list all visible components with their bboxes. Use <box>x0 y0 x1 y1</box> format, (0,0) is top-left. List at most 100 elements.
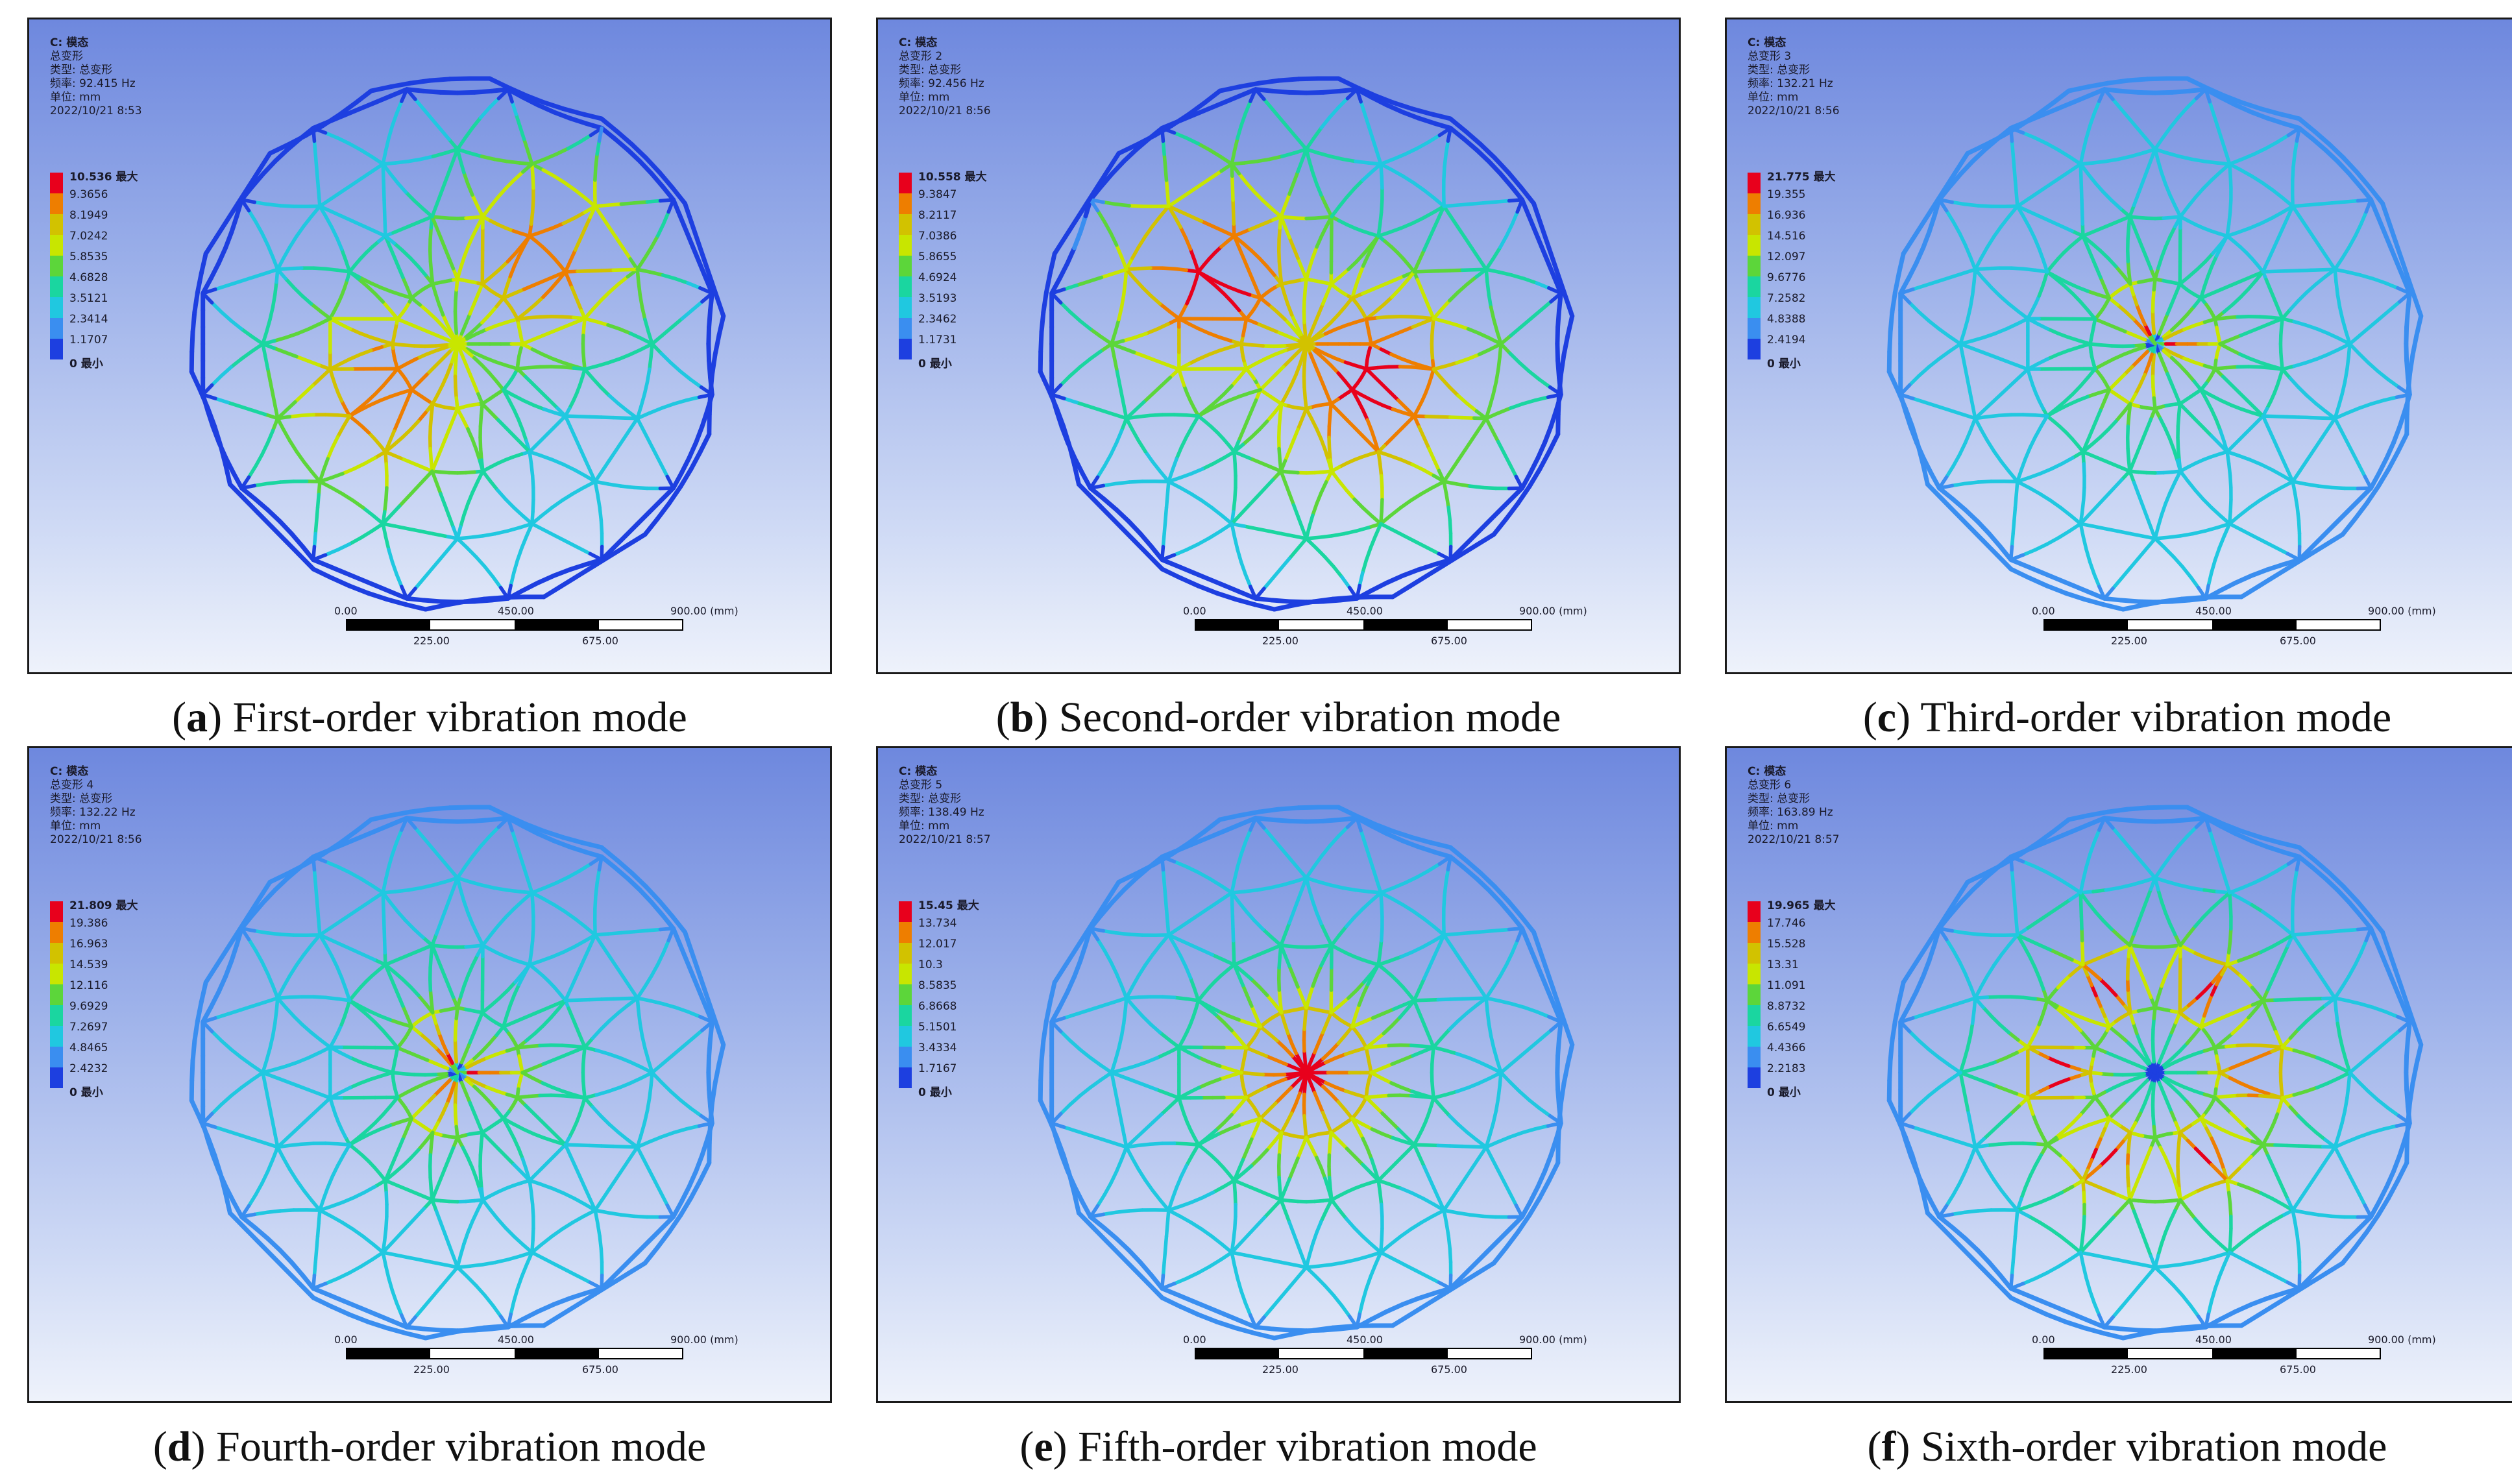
frame-member-segment <box>283 539 302 557</box>
frame-member-segment <box>588 552 604 562</box>
legend-swatch <box>1748 276 1761 297</box>
frame-member-segment <box>2119 566 2132 581</box>
frame-member-segment <box>277 1248 294 1265</box>
frame-member-segment <box>513 243 525 256</box>
frame-member-segment <box>1246 495 1258 508</box>
frame-member-segment <box>1290 1054 1302 1066</box>
frame-member-segment <box>560 1221 575 1231</box>
frame-member-segment <box>303 852 325 867</box>
frame-member-segment <box>496 1147 508 1159</box>
legend-swatch <box>1748 235 1761 256</box>
frame-member-segment <box>2098 249 2110 260</box>
frame-member-segment <box>1507 198 1524 203</box>
frame-member-segment <box>214 217 230 239</box>
frame-member-segment <box>378 1123 392 1132</box>
frame-member-segment <box>1313 1060 1328 1069</box>
frame-member-segment <box>241 496 260 515</box>
frame-member-segment <box>1168 367 1181 380</box>
frame-member-segment <box>466 427 474 441</box>
frame-member-segment <box>1417 248 1426 263</box>
frame-member-segment <box>1165 191 1171 208</box>
frame-member-segment <box>2033 413 2049 418</box>
frame-member-segment <box>541 168 556 178</box>
frame-member-segment <box>447 985 456 999</box>
frame-member-segment <box>2201 178 2213 191</box>
frame-member-segment <box>1264 325 1278 334</box>
frame-member-segment <box>1238 87 1258 99</box>
frame-member-segment <box>512 407 521 422</box>
frame-member-segment <box>464 312 472 326</box>
legend-swatch <box>899 318 912 339</box>
frame-member-segment <box>261 342 276 350</box>
frame-member-segment <box>551 838 572 849</box>
frame-member-segment <box>400 1313 409 1330</box>
frame-member-segment <box>295 1056 311 1064</box>
frame-member-segment <box>384 462 389 478</box>
frame-member-segment <box>572 210 587 220</box>
frame-member-segment <box>494 360 509 368</box>
frame-member-segment <box>643 317 650 334</box>
frame-member-segment <box>573 188 587 201</box>
frame-member-segment <box>507 398 516 412</box>
frame-member-segment <box>1287 127 1300 141</box>
frame-member-segment <box>1321 1084 1333 1096</box>
frame-member-segment <box>439 1221 447 1235</box>
frame-member-segment <box>1270 88 1292 95</box>
frame-member-segment <box>430 215 439 229</box>
frame-member-segment <box>2056 148 2072 159</box>
frame-member-segment <box>2106 256 2118 269</box>
frame-member-segment <box>2186 195 2197 209</box>
frame-member-segment <box>315 906 321 924</box>
frame-member-segment <box>1981 350 1996 359</box>
frame-member-segment <box>616 1130 630 1142</box>
frame-member-segment <box>467 151 484 158</box>
frame-member-segment <box>481 934 492 947</box>
frame-member-segment <box>1999 214 2012 228</box>
frame-member-segment <box>1937 198 1955 204</box>
frame-member-segment <box>1245 181 1257 194</box>
frame-member-segment <box>671 926 683 947</box>
frame-member-segment <box>514 841 522 858</box>
frame-member-segment <box>1388 226 1403 234</box>
frame-member-segment <box>1465 402 1479 413</box>
frame-member-segment <box>1326 458 1334 473</box>
frame-member-segment <box>1226 395 1241 403</box>
frame-member-segment <box>2128 151 2145 158</box>
frame-member-segment <box>256 151 273 173</box>
frame-member-segment <box>492 157 509 164</box>
frame-member-segment <box>2132 317 2143 330</box>
frame-member-segment <box>318 933 328 947</box>
frame-member-segment <box>2071 583 2091 594</box>
frame-member-segment <box>1398 498 1413 510</box>
frame-member-segment <box>1415 562 1437 572</box>
frame-member-segment <box>447 137 459 151</box>
frame-member-segment <box>276 1143 291 1149</box>
frame-member-segment <box>607 1011 620 1023</box>
frame-member-segment <box>421 88 443 95</box>
frame-member-segment <box>1274 1058 1288 1066</box>
frame-member-segment <box>1448 415 1464 420</box>
frame-member-segment <box>1432 121 1453 130</box>
frame-member-segment <box>439 546 451 561</box>
frame-member-segment <box>2380 201 2391 225</box>
frame-member-segment <box>362 456 377 466</box>
frame-member-segment <box>2250 533 2267 544</box>
frame-member-segment <box>412 927 425 940</box>
frame-member-segment <box>1509 325 1523 337</box>
frame-member-segment <box>599 116 620 134</box>
frame-member-segment <box>1432 215 1441 230</box>
frame-member-segment <box>552 903 567 914</box>
frame-member-segment <box>686 1010 702 1019</box>
frame-member-segment <box>1308 1051 1317 1065</box>
frame-member-segment <box>2162 347 2177 356</box>
frame-member-segment <box>1496 498 1513 515</box>
frame-member-segment <box>572 1045 587 1054</box>
frame-member-segment <box>1095 208 1106 224</box>
frame-member-segment <box>600 943 611 958</box>
frame-member-segment <box>392 254 400 269</box>
frame-member-segment <box>401 1126 409 1141</box>
frame-member-segment <box>1206 403 1221 413</box>
frame-member-segment <box>458 513 466 529</box>
frame-member-segment <box>501 387 511 402</box>
frame-member-segment <box>1202 88 1223 106</box>
